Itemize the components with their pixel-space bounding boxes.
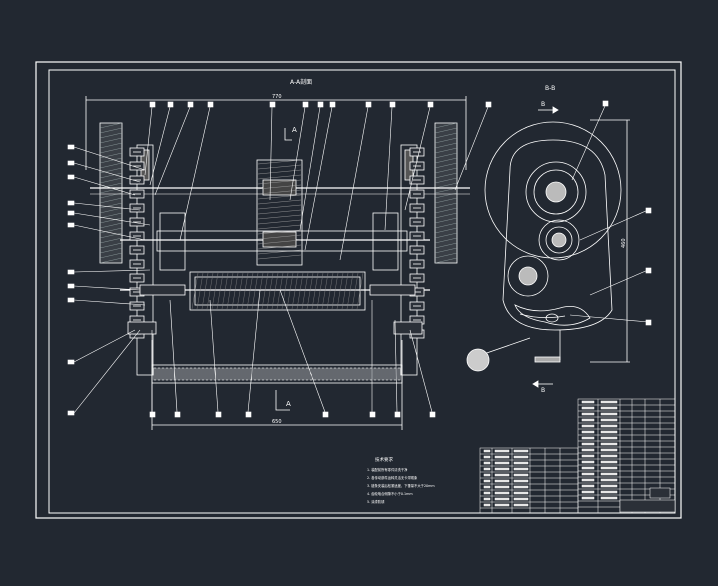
brush-comb [151, 364, 403, 384]
section-mark-a-top: A [292, 126, 297, 134]
technical-notes: 技术要求 1. 装配前所有零件清洗干净 2. 各传动部件运转灵活无卡滞现象 3.… [367, 456, 435, 504]
note-line-2: 2. 各传动部件运转灵活无卡滞现象 [367, 475, 418, 480]
upper-gear [525, 161, 587, 223]
dim-side: 460 [621, 238, 627, 248]
outer-frame [35, 61, 682, 519]
note-line-4: 4. 齿轮啮合侧隙不小于0.1mm [367, 491, 413, 496]
right-sprocket [372, 212, 399, 271]
housing-large-circle [484, 121, 622, 259]
crank-handle [466, 348, 490, 372]
middle-gear [538, 219, 580, 261]
main-view: A-A剖面 770 [67, 78, 492, 430]
lower-gear [507, 255, 549, 297]
inner-frame [48, 69, 676, 514]
base-plate [534, 356, 561, 363]
roller-drum [189, 271, 366, 311]
parts-list-title-block [479, 398, 676, 514]
right-wheel [434, 122, 458, 264]
dim-top: 770 [272, 94, 282, 100]
gear-housing [502, 139, 613, 331]
main-view-title: A-A剖面 [290, 78, 312, 86]
section-mark-a-bottom: A [286, 400, 291, 408]
middle-shaft [156, 230, 408, 252]
note-line-5: 5. 涂漆防锈 [367, 499, 385, 504]
left-sprocket [159, 212, 186, 271]
notes-title: 技术要求 [375, 456, 393, 463]
section-mark-b-bottom: B [541, 387, 545, 394]
central-gear [256, 159, 303, 266]
left-wheel [99, 122, 123, 264]
side-view-title: B-B [545, 85, 555, 92]
dim-bottom: 650 [272, 419, 282, 425]
side-view: B-B B B 460 [466, 85, 652, 394]
note-line-3: 3. 链条安装后松紧适度，下垂量不大于20mm [367, 483, 435, 488]
section-mark-b-top: B [541, 101, 545, 108]
note-line-1: 1. 装配前所有零件清洗干净 [367, 467, 408, 472]
